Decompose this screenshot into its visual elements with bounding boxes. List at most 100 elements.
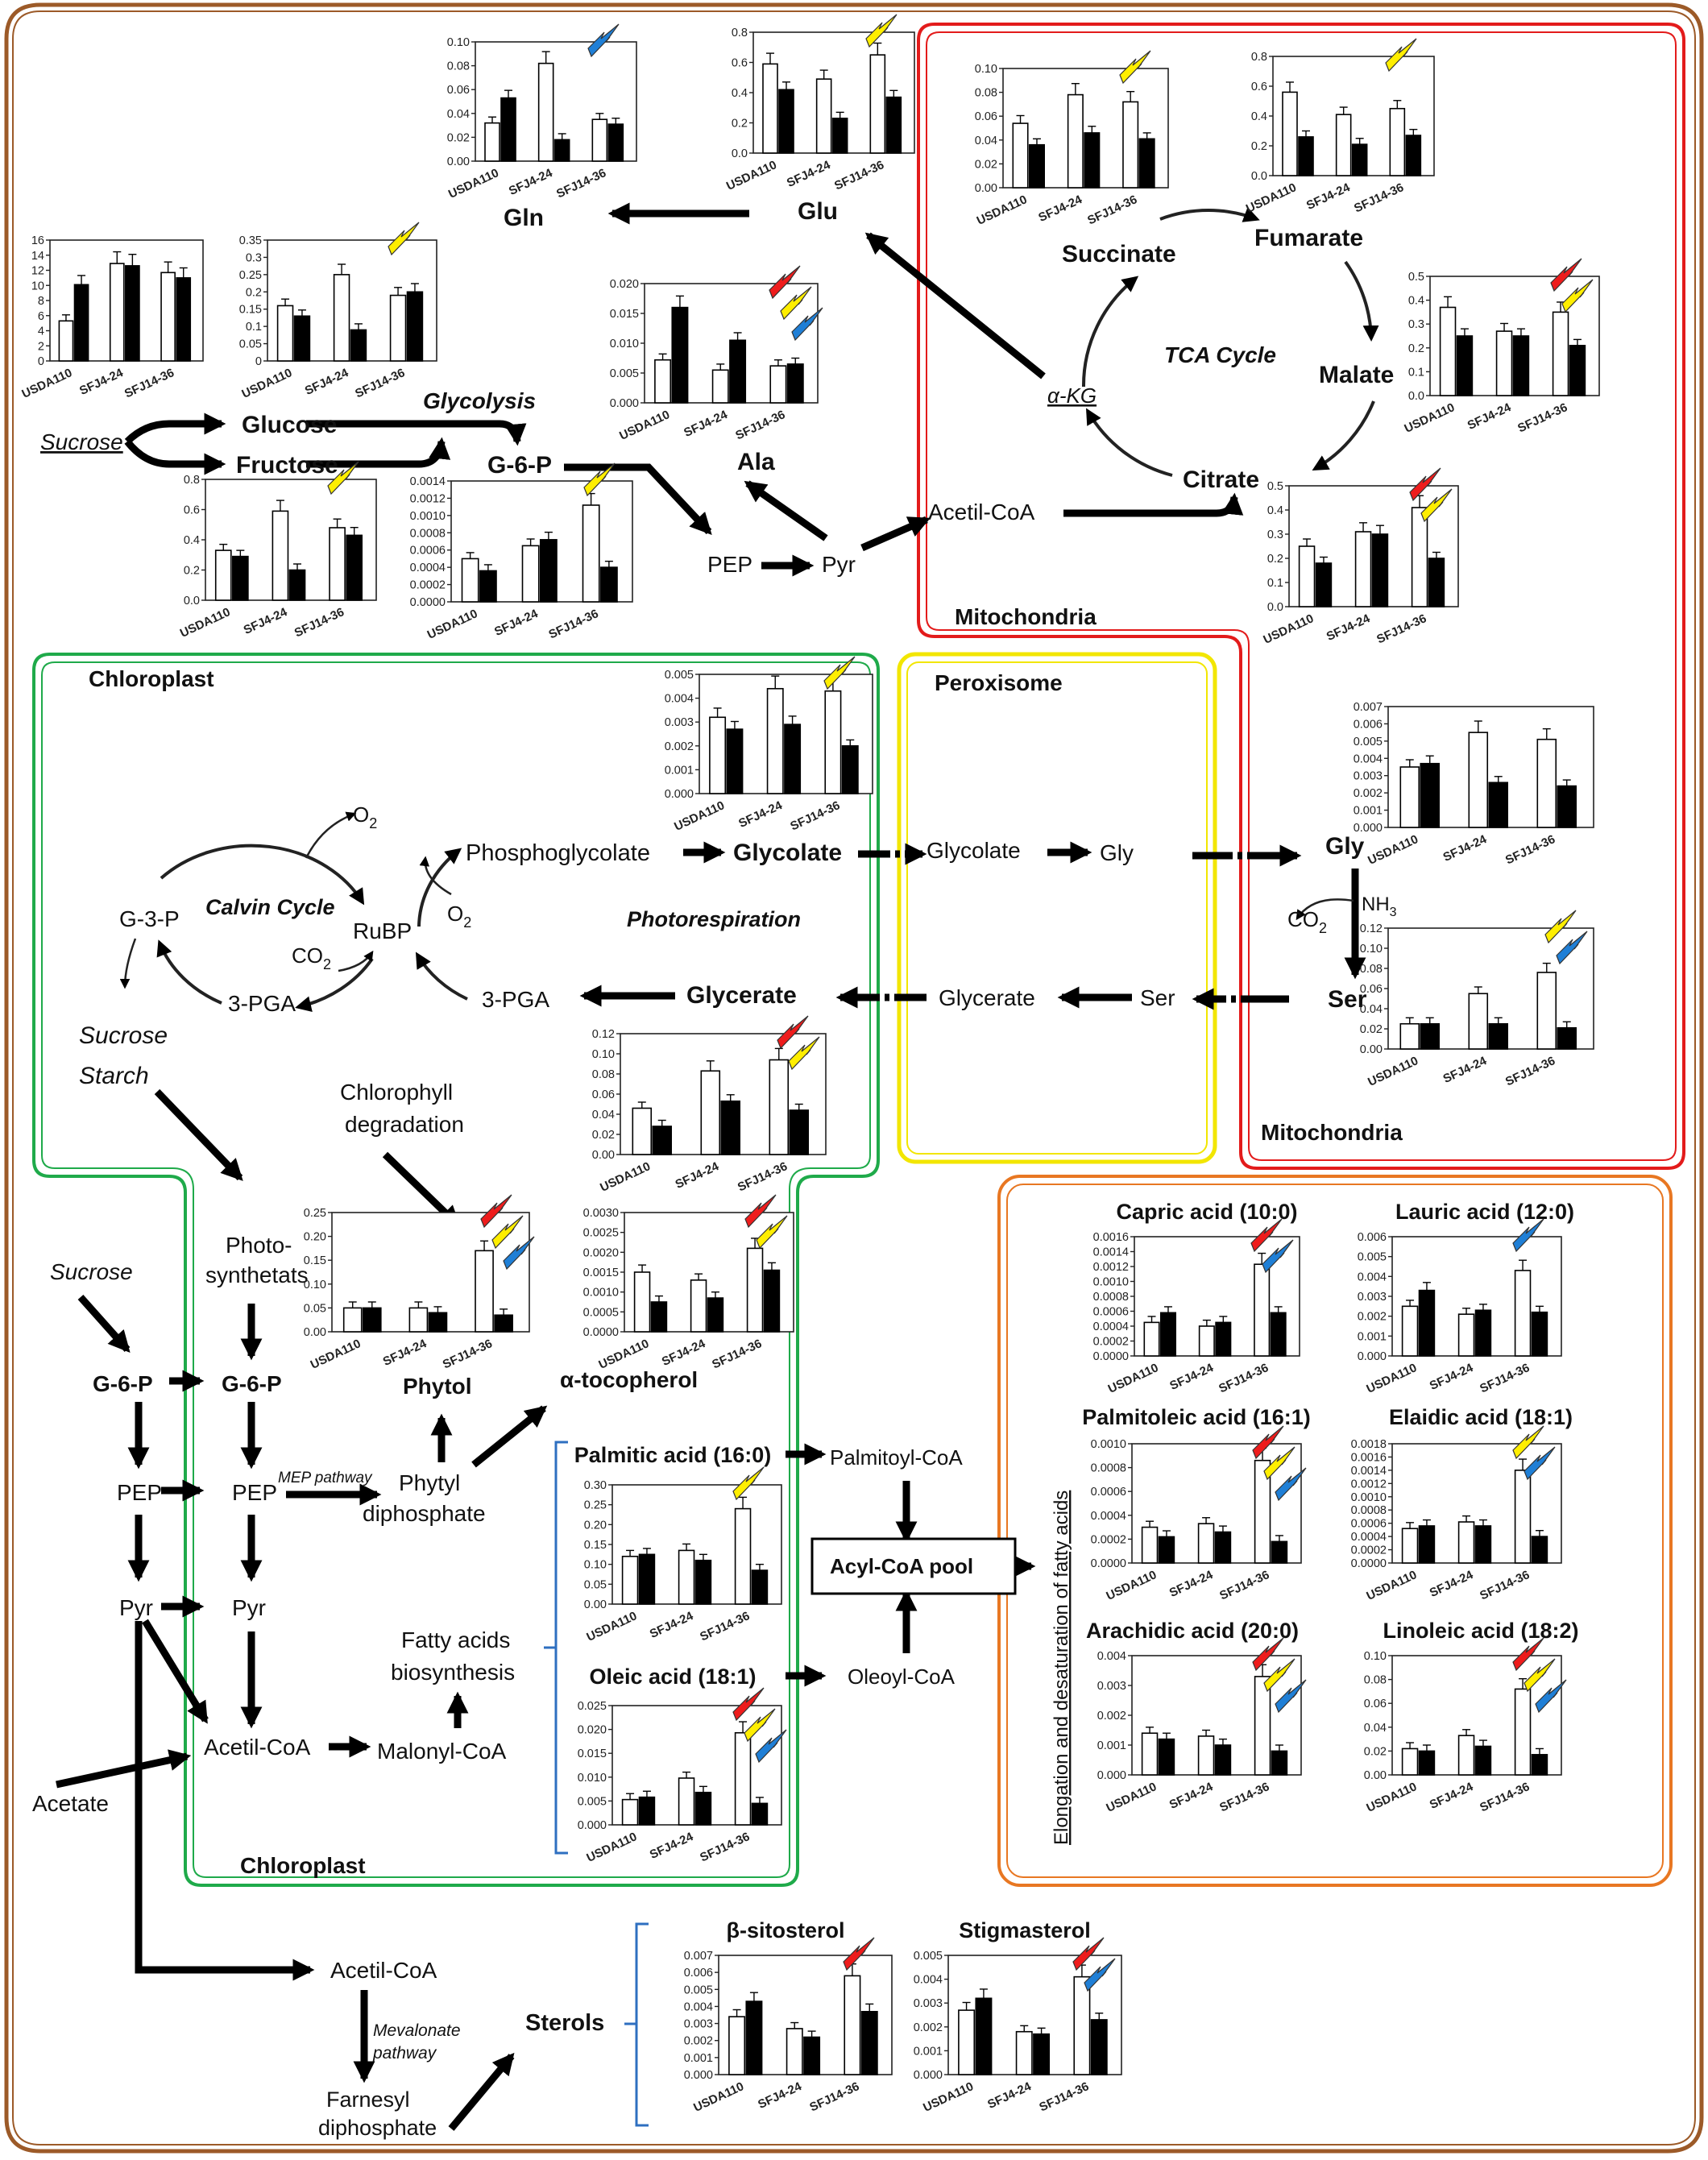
bar-white (700, 1070, 721, 1155)
x-category-label: USDA110 (598, 1159, 653, 1195)
arrow-g6p-pep (564, 463, 712, 535)
y-tick-label: 0.20 (304, 1231, 326, 1244)
bar-white (766, 687, 784, 794)
arrow-pyr-acetil (860, 516, 931, 552)
chart-title: Capric acid (10:0) (1116, 1200, 1297, 1224)
bar-white (408, 1307, 429, 1333)
fatty-acid-bracket (544, 1441, 568, 1855)
x-category-label: SFJ14-36 (1217, 1780, 1271, 1814)
label-tca: TCA Cycle (1164, 342, 1276, 367)
y-tick-label: 0.0008 (1091, 1462, 1126, 1475)
y-tick-label: 0.015 (578, 1747, 607, 1760)
blue-lightning-icon (1275, 1679, 1307, 1714)
arrow-glucose-g6p (306, 420, 527, 446)
label-acetil-coa-bottom: Acetil-CoA (330, 1958, 437, 1983)
label-nh3: NH3 (1362, 893, 1397, 919)
red-lightning-icon (843, 1937, 875, 1971)
arrow-starch-photosyn (154, 1088, 243, 1181)
bar-white (815, 78, 832, 154)
y-tick-label: 0.0014 (1351, 1465, 1387, 1478)
yellow-lightning-icon (823, 656, 856, 690)
label-o2-b: O2 (447, 902, 471, 931)
x-category-label: SFJ4-24 (1441, 1054, 1490, 1086)
yellow-lightning-icon (1544, 910, 1577, 944)
x-category-label: SFJ4-24 (1167, 1780, 1216, 1812)
label-oleoyl: Oleoyl-CoA (848, 1665, 956, 1689)
x-category-label: SFJ4-24 (1428, 1361, 1476, 1393)
y-tick-label: 0.0014 (410, 475, 446, 488)
y-tick-label: 0.004 (684, 2000, 713, 2013)
y-tick-label: 0.005 (684, 1984, 713, 1996)
y-tick-label: 0.002 (914, 2021, 943, 2034)
yellow-lightning-icon (1420, 488, 1453, 523)
y-tick-label: 0.005 (610, 367, 639, 380)
label-phytol: Phytol (403, 1374, 472, 1399)
x-category-label: USDA110 (1365, 1361, 1420, 1396)
y-tick-label: 0.003 (684, 2018, 713, 2031)
chart-elaidic: 0.00000.00020.00040.00060.00080.00100.00… (1351, 1405, 1573, 1603)
peroxisome-border (897, 652, 1217, 1164)
y-tick-label: 0.0016 (1093, 1231, 1129, 1244)
label-phytyl-2: diphosphate (363, 1501, 486, 1526)
bar-black (1271, 1750, 1288, 1776)
y-tick-label: 0.025 (578, 1700, 607, 1713)
bar-black (694, 1791, 712, 1826)
y-tick-label: 0.006 (684, 1967, 713, 1980)
y-tick-label: 0.05 (304, 1302, 326, 1315)
label-glycerate-per: Glycerate (939, 985, 1035, 1010)
bar-black (1474, 1745, 1492, 1776)
y-tick-label: 0.25 (584, 1499, 607, 1512)
x-category-label: SFJ14-36 (733, 408, 787, 442)
y-tick-label: 0.0 (732, 147, 748, 160)
red-lightning-icon (769, 265, 801, 300)
arrow-acetate-acetil (56, 1749, 192, 1789)
bar-white (1197, 1523, 1215, 1564)
yellow-lightning-icon (756, 1215, 788, 1250)
yellow-lightning-icon (865, 14, 898, 48)
label-chl-deg-1: Chlorophyll (340, 1080, 453, 1105)
calvin-co2-in (338, 950, 374, 972)
chart-title: Linoleic acid (18:2) (1383, 1619, 1578, 1643)
arrow-pyr-acetil-chl (142, 1619, 209, 1724)
y-tick-label: 0.0002 (1093, 1336, 1129, 1349)
bar-black (763, 1269, 781, 1333)
bar-white (632, 1107, 653, 1155)
blue-lightning-icon (755, 1729, 787, 1764)
y-tick-label: 0.08 (975, 87, 997, 100)
yellow-lightning-icon (1263, 1658, 1296, 1693)
bar-white (769, 365, 787, 404)
x-category-label: USDA110 (1366, 1054, 1420, 1089)
y-tick-label: 0.0000 (410, 596, 446, 609)
y-tick-label: 0.0010 (1091, 1438, 1126, 1451)
calvin-arrow-g3p-rubp (160, 844, 365, 906)
label-fumarate: Fumarate (1254, 225, 1363, 251)
bar-black (671, 306, 689, 404)
bar-black (553, 139, 570, 162)
x-category-label: SFJ14-36 (832, 158, 886, 193)
bar-black (751, 1569, 769, 1605)
label-fa-biosyn-1: Fatty acids (401, 1627, 510, 1652)
y-tick-label: 0.001 (684, 2052, 713, 2065)
bar-black (1531, 1536, 1548, 1564)
x-category-label: SFJ4-24 (381, 1337, 429, 1369)
y-tick-label: 0.02 (1360, 1023, 1383, 1036)
y-tick-label: 0.004 (1354, 752, 1383, 765)
photo-arrow-rubp-phospho (417, 848, 462, 927)
blue-lightning-icon (791, 307, 823, 342)
bar-black (1214, 1744, 1232, 1776)
bar-white (1141, 1526, 1159, 1564)
bar-black (1420, 1022, 1441, 1050)
bar-white (1514, 1270, 1532, 1357)
y-tick-label: 0.002 (665, 740, 694, 753)
label-farnesyl-2: diphosphate (318, 2116, 437, 2140)
bar-white (958, 2009, 976, 2075)
bar-white (591, 118, 608, 162)
x-category-label: SFJ4-24 (660, 1337, 708, 1369)
blue-lightning-icon (1535, 1679, 1567, 1714)
y-tick-label: 0.0005 (583, 1306, 619, 1319)
